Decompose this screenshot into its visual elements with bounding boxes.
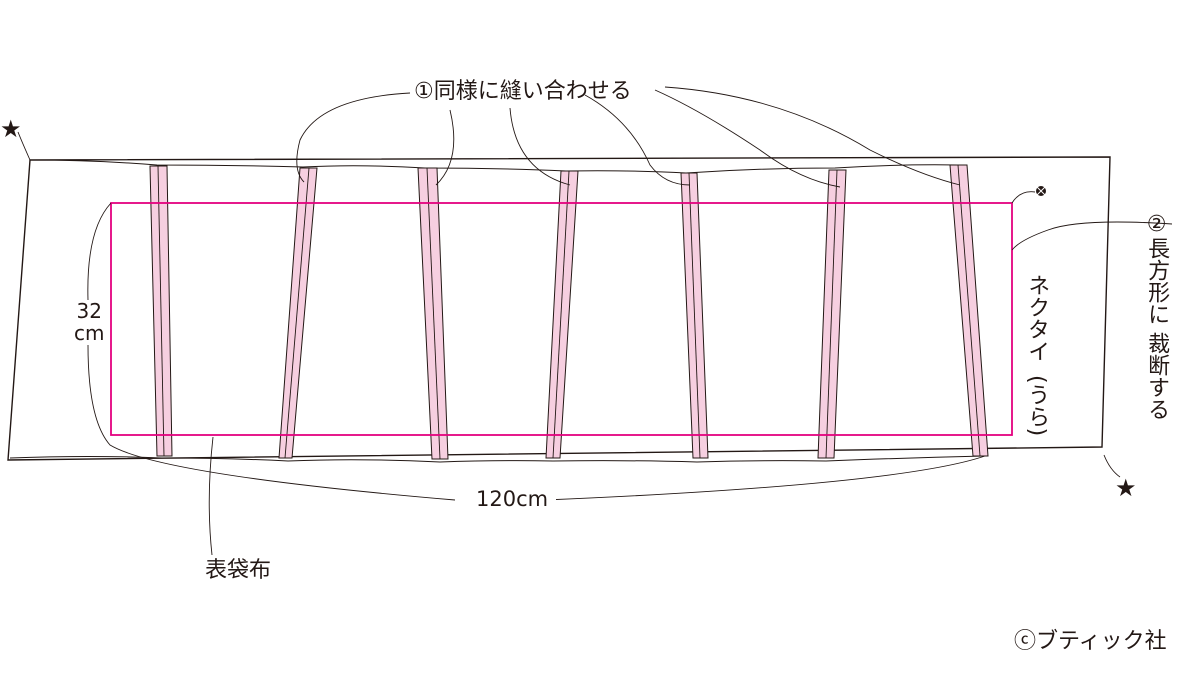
height-unit: cm [74, 321, 105, 345]
height-dimension-label: 32 cm [74, 299, 105, 345]
seam-strip-2 [278, 167, 318, 459]
seam-edges [9, 159, 986, 463]
seam-strip-6 [817, 169, 847, 459]
copyright-credit: ⓒブティック社 [1014, 629, 1167, 654]
cut-instruction-label: ②長方形に 裁断する [1144, 212, 1170, 420]
outer-fabric-label: 表袋布 [205, 558, 272, 583]
cut-rectangle [110, 202, 1013, 436]
dot-mark [1035, 185, 1047, 197]
star-mark-top-left: ★ [0, 115, 22, 143]
necktie-label: ネクタイ (うら) [1024, 274, 1050, 437]
seam-fold-lines [157, 164, 981, 460]
sew-instruction-label: ①同様に縫い合わせる [414, 79, 632, 104]
fabric-outline [7, 156, 1111, 461]
leader-lines [17, 86, 1173, 556]
necktie-side-text: (うら) [1024, 375, 1050, 437]
seam-strips [149, 164, 989, 460]
star-mark-bottom-right: ★ [1115, 474, 1137, 502]
seam-strip-3 [417, 167, 449, 460]
necktie-text: ネクタイ [1024, 274, 1050, 362]
height-value: 32 [76, 299, 102, 323]
cut-instruction-line2: 裁断する [1144, 332, 1170, 420]
width-dimension-label: 120cm [468, 489, 557, 510]
seam-strip-4 [545, 170, 579, 459]
cut-instruction-line1: ②長方形に [1144, 212, 1170, 325]
